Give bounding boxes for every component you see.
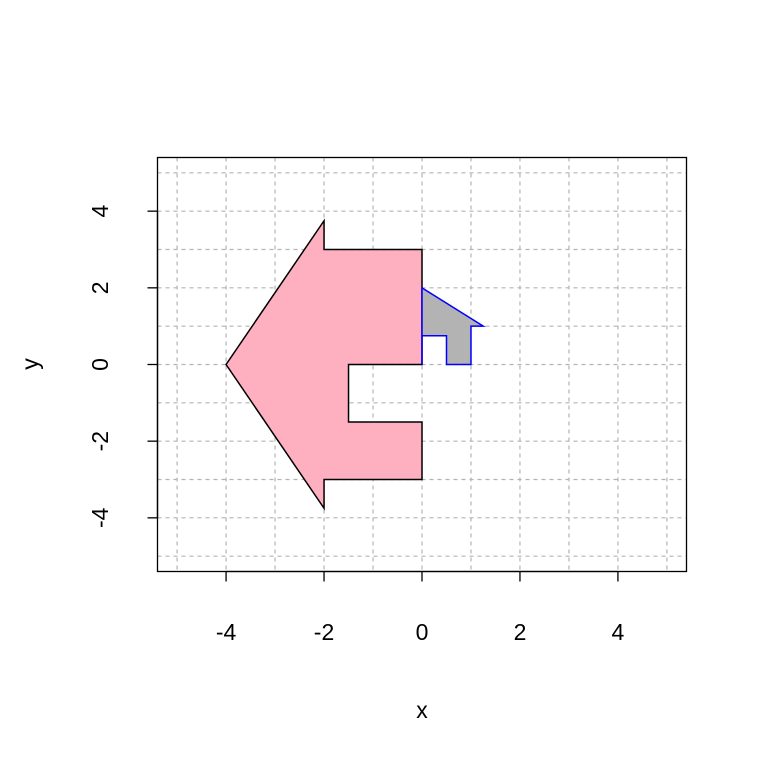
x-axis-title: x	[416, 697, 428, 723]
polygon-2	[421, 286, 486, 366]
x-tick-label: 4	[612, 619, 625, 645]
y-tick-label: 4	[87, 205, 113, 218]
x-axis: -4 -2 0 2 4	[216, 570, 625, 645]
y-tick-label: 2	[87, 281, 113, 294]
x-tick-label: 0	[416, 619, 429, 645]
y-axis: -4 -2 0 2 4	[87, 205, 159, 528]
x-tick-label: 2	[514, 619, 527, 645]
y-tick-label: -2	[87, 431, 113, 451]
y-tick-label: -4	[87, 507, 113, 528]
x-tick-label: -4	[216, 619, 237, 645]
y-tick-label: 0	[87, 358, 113, 371]
shapes	[225, 218, 486, 511]
polygon-1	[225, 218, 423, 511]
y-axis-title: y	[17, 358, 43, 370]
x-tick-label: -2	[314, 619, 334, 645]
